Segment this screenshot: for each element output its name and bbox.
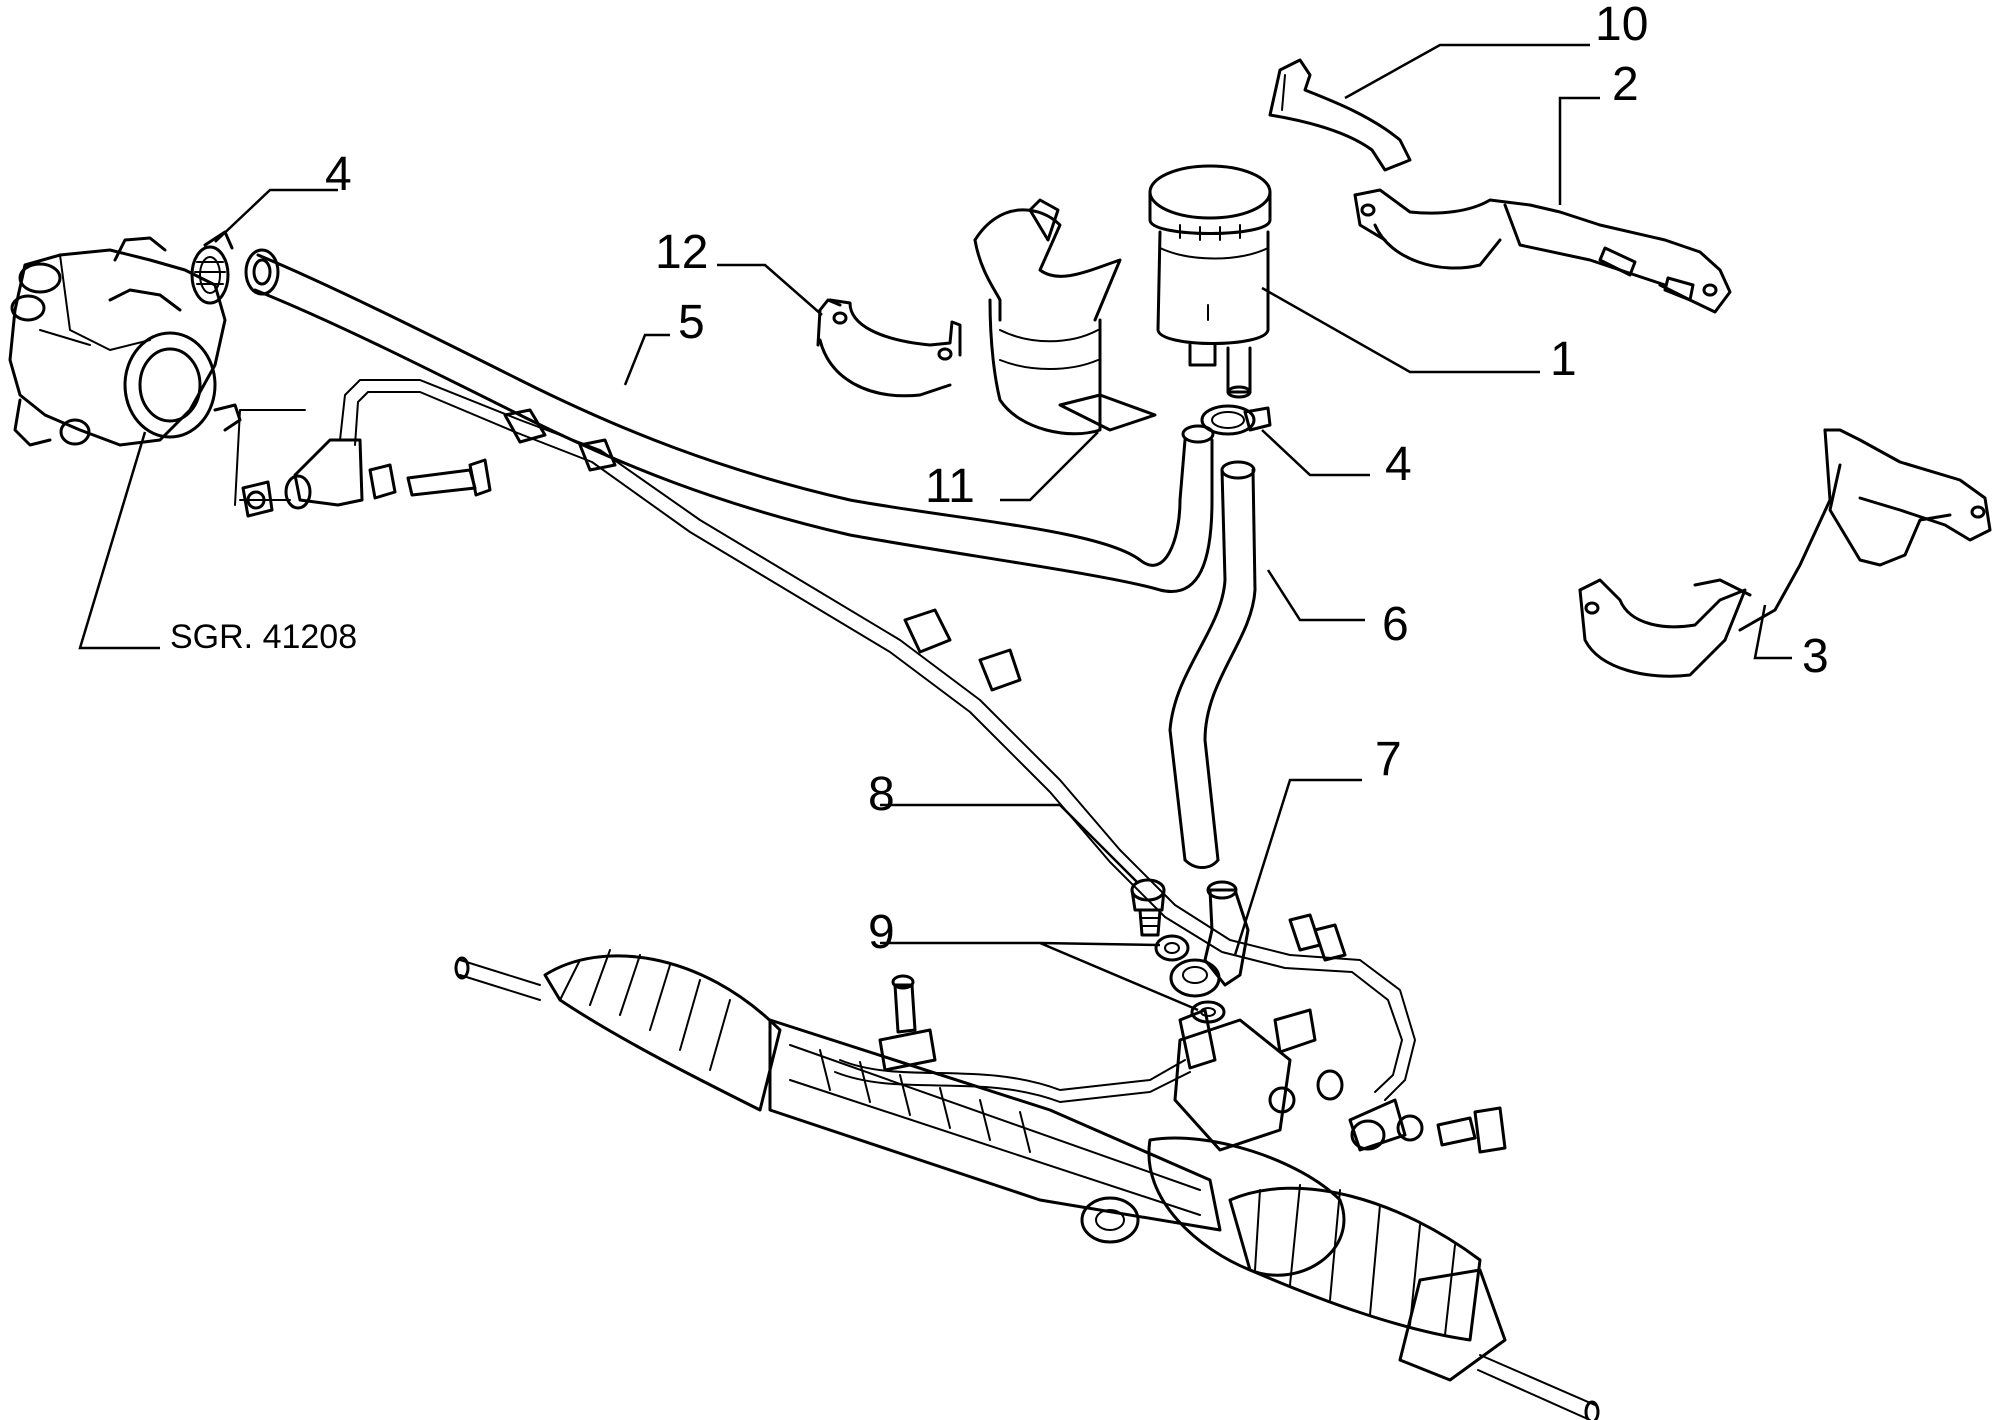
callout-12: 12 bbox=[655, 226, 708, 279]
supply-hose bbox=[1168, 460, 1257, 869]
reservoir-bracket-cup bbox=[973, 198, 1157, 436]
reference-label: SGR. 41208 bbox=[170, 618, 357, 656]
return-pipe-fitting bbox=[1169, 880, 1250, 998]
callout-4-upper: 4 bbox=[325, 148, 352, 201]
return-hose bbox=[244, 248, 1215, 593]
support-bracket-lower bbox=[1578, 428, 1992, 678]
callout-7: 7 bbox=[1375, 733, 1402, 786]
fluid-reservoir bbox=[1148, 164, 1272, 399]
sealing-washers bbox=[1154, 934, 1226, 1024]
pressure-pipe bbox=[234, 379, 1416, 1101]
callout-8: 8 bbox=[868, 768, 895, 821]
banjo-bolt bbox=[1130, 878, 1166, 937]
retaining-clamp bbox=[1268, 58, 1412, 172]
callout-5: 5 bbox=[678, 296, 705, 349]
callout-10: 10 bbox=[1595, 0, 1648, 51]
callout-leaders bbox=[214, 43, 1792, 1012]
callout-11: 11 bbox=[925, 460, 975, 513]
callout-4-lower: 4 bbox=[1385, 438, 1412, 491]
reference-leader bbox=[78, 431, 160, 650]
hose-clamp-upper bbox=[190, 230, 234, 305]
support-bracket-upper bbox=[1353, 188, 1732, 314]
steering-pump bbox=[8, 236, 242, 447]
callout-1: 1 bbox=[1550, 333, 1577, 386]
mounting-strap bbox=[816, 298, 962, 398]
callout-2: 2 bbox=[1612, 58, 1639, 111]
callout-3: 3 bbox=[1802, 630, 1829, 683]
hose-clamp-lower bbox=[1200, 404, 1272, 436]
callout-6: 6 bbox=[1382, 598, 1409, 651]
callout-numbers: 10 2 1 4 3 6 7 4 12 5 11 8 9 bbox=[325, 0, 1829, 959]
callout-9: 9 bbox=[868, 906, 895, 959]
steering-rack bbox=[454, 949, 1600, 1420]
